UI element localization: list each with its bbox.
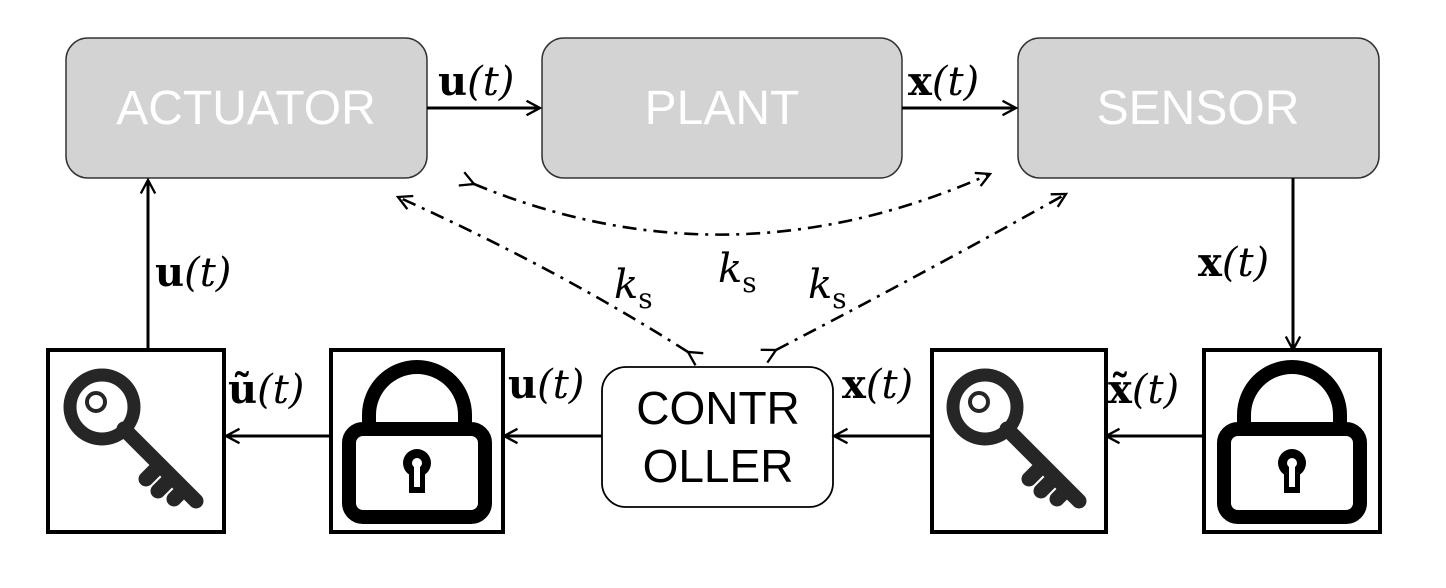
label-u-controller: u(t) (508, 361, 584, 408)
key-link-controller-actuator (395, 194, 704, 366)
plant-label: PLANT (645, 82, 800, 135)
key-icon (946, 368, 1087, 509)
label-u-tilde: ũ(t) (228, 366, 304, 413)
label-x-top: x(t) (908, 58, 979, 105)
key-icon (63, 368, 204, 509)
label-x-controller: x(t) (842, 361, 913, 408)
key-label-left: ks (614, 262, 653, 315)
encrypt-lock-box-left (329, 348, 505, 534)
key-label-right: ks (808, 262, 847, 315)
key-label-middle: ks (718, 246, 757, 299)
plant-block: PLANT (541, 37, 903, 179)
key-link-actuator-sensor (458, 171, 993, 236)
encrypt-lock-box-right (1202, 348, 1382, 534)
padlock-icon (1217, 360, 1367, 524)
controller-label-line2: OLLER (643, 440, 794, 492)
sensor-block: SENSOR (1017, 37, 1380, 179)
key-link-controller-sensor (760, 192, 1069, 364)
sensor-label: SENSOR (1097, 82, 1300, 135)
label-x-tilde: x̃(t) (1108, 366, 1179, 413)
padlock-icon (342, 360, 492, 524)
decrypt-key-box-left (46, 348, 226, 534)
actuator-block: ACTUATOR (65, 37, 428, 179)
actuator-label: ACTUATOR (116, 82, 376, 135)
controller-label-line1: CONTR (636, 382, 800, 434)
label-u-top: u(t) (438, 58, 514, 105)
label-x-right: x(t) (1198, 239, 1269, 286)
label-u-left: u(t) (155, 249, 231, 296)
decrypt-key-box-right (930, 348, 1108, 534)
controller-block: CONTR OLLER (601, 366, 834, 508)
